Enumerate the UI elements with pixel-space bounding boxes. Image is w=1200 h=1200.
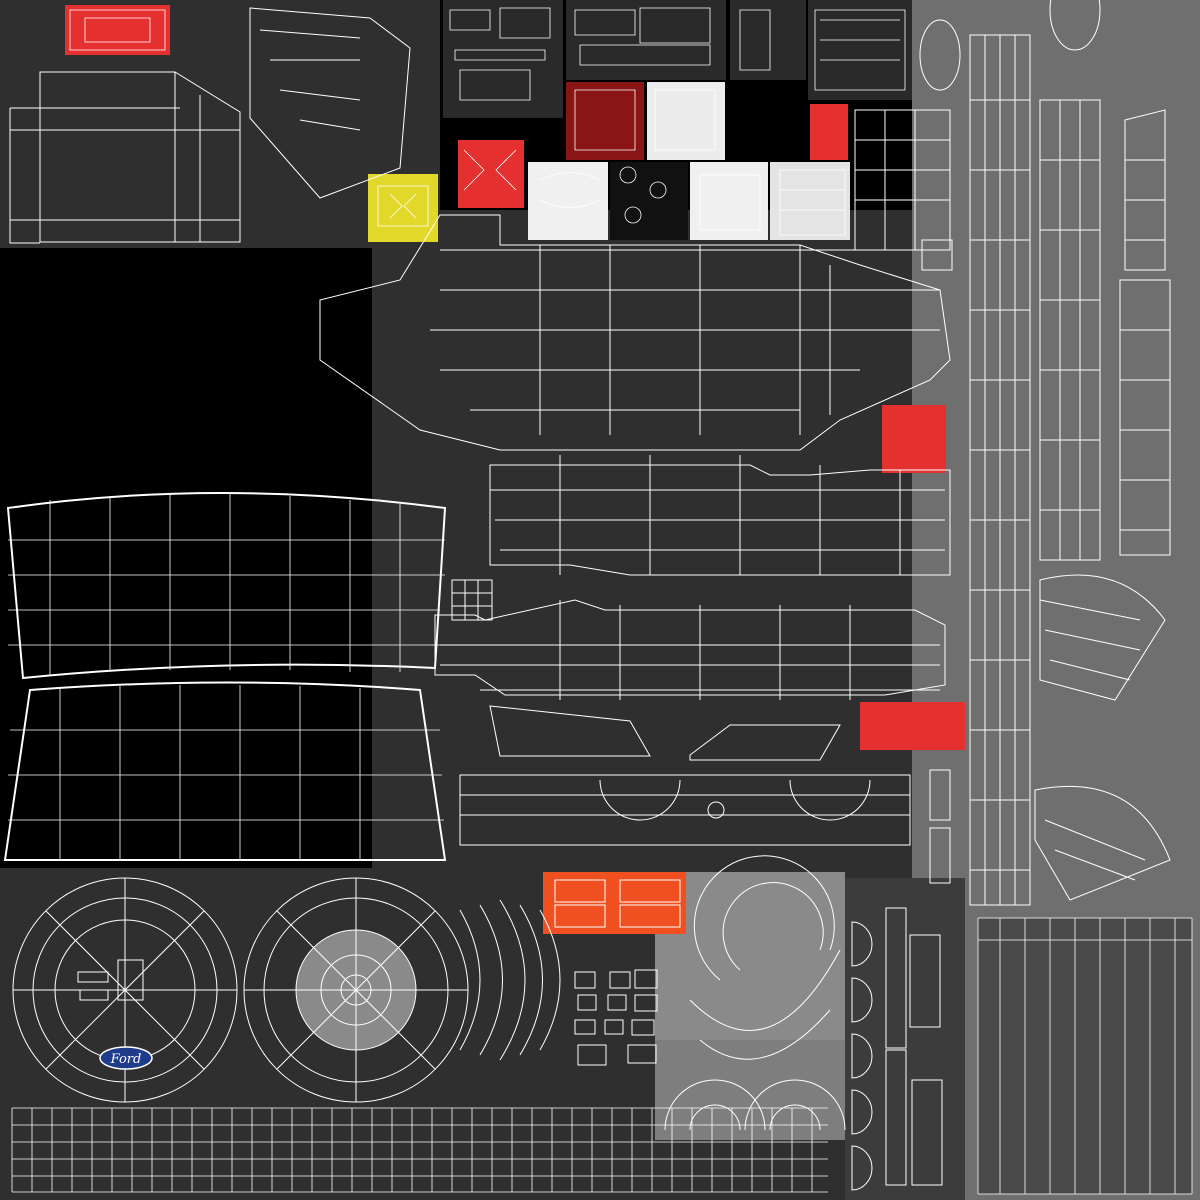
island-body-lower bbox=[434, 579, 946, 700]
light-grey-bottom-panel bbox=[655, 1040, 845, 1140]
white-tile-3 bbox=[770, 162, 850, 240]
island-right-long-column bbox=[854, 0, 1171, 906]
island-wheel-left bbox=[12, 877, 238, 1103]
island-body-upper bbox=[319, 214, 951, 451]
orange-swatch bbox=[543, 872, 686, 934]
island-side-strips bbox=[851, 769, 951, 1191]
red-swatch-small bbox=[810, 104, 848, 160]
island-box-unwrap bbox=[9, 7, 411, 244]
island-small-pieces bbox=[554, 879, 681, 1066]
red-swatch-mid bbox=[458, 140, 524, 208]
black-tile bbox=[610, 162, 688, 240]
yellow-swatch bbox=[368, 174, 438, 242]
central-panel bbox=[372, 210, 964, 878]
texture-tile-2 bbox=[566, 0, 726, 80]
texture-tile-4 bbox=[808, 0, 912, 100]
bottom-right-grid-block bbox=[978, 918, 1192, 1194]
texture-tile-white bbox=[647, 82, 725, 160]
island-seat-bottom bbox=[3, 681, 447, 861]
island-tread-arcs bbox=[459, 899, 561, 1061]
bottom-right-panel bbox=[845, 878, 965, 1200]
texture-tile-dark-red bbox=[566, 82, 644, 160]
island-bumper bbox=[459, 705, 911, 846]
red-swatch-right-2 bbox=[860, 702, 965, 750]
bottom-right-grid-lines bbox=[977, 917, 1193, 1195]
island-body-middle bbox=[489, 455, 951, 576]
island-seat-top bbox=[6, 492, 447, 680]
red-swatch-right bbox=[882, 405, 946, 473]
ford-logo-text: Ford bbox=[110, 1052, 142, 1067]
texture-tile-3 bbox=[730, 0, 806, 80]
texture-tile-1 bbox=[443, 0, 563, 118]
island-wheel-right bbox=[243, 877, 469, 1103]
island-disc-rings bbox=[664, 855, 846, 1131]
white-tile-1 bbox=[528, 162, 608, 240]
ford-logo-emblem: Ford bbox=[99, 1046, 153, 1070]
tile-wire-detail bbox=[69, 7, 906, 236]
bottom-strip-verticals bbox=[11, 1108, 813, 1192]
red-swatch-top bbox=[65, 5, 170, 55]
white-tile-2 bbox=[690, 162, 768, 240]
seat-bottom-grid bbox=[8, 685, 444, 860]
seat-top-grid bbox=[8, 494, 445, 675]
